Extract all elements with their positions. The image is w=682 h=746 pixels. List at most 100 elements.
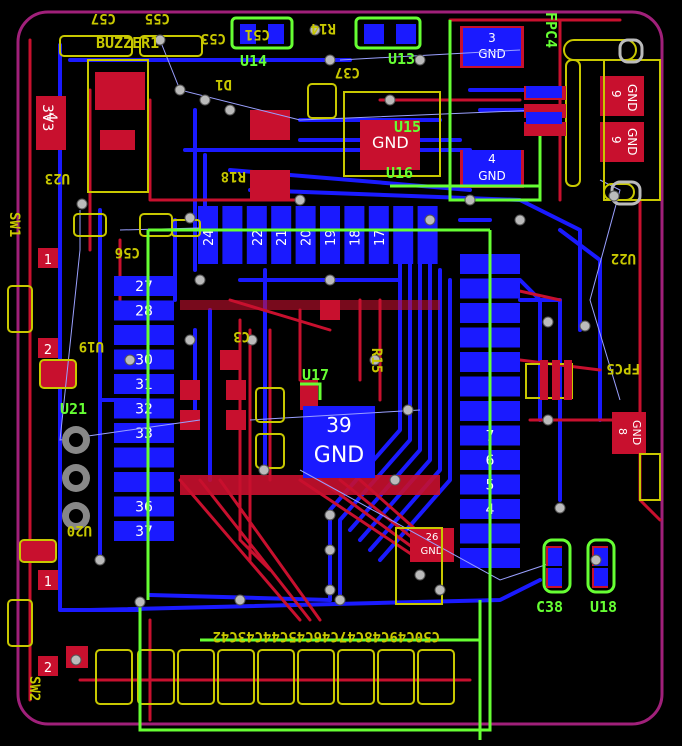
r15-label: R15 <box>368 348 384 373</box>
u18-label: U18 <box>590 598 617 616</box>
c38-label: C38 <box>536 598 563 616</box>
left-pin: 30 <box>114 349 174 370</box>
left-pin-column: 27 28 30 31 32 33 36 37 <box>114 276 174 541</box>
pad-26-gnd: 26 GND <box>421 532 444 557</box>
pad-9b-net: GND <box>625 128 639 156</box>
silkscreen-labels: BUZZER1 C57 C55 C53 C51 U14 U13 R14 C37 … <box>6 10 640 701</box>
pad-8-net: GND <box>630 420 643 445</box>
pad-26-net: GND <box>421 546 444 557</box>
pad-3-number: 3 <box>488 31 496 45</box>
top-pin-number: 21 <box>275 229 290 246</box>
c56-label: C56 <box>115 244 140 260</box>
qfn-footprint <box>180 300 440 495</box>
pad-4-net: GND <box>478 169 506 183</box>
left-pin-number: 36 <box>135 500 153 516</box>
c57-label: C57 <box>91 10 116 26</box>
top-pin: 21 <box>271 206 292 264</box>
left-pin: 36 <box>114 496 174 517</box>
pad-3v3-number: 4 <box>43 112 59 121</box>
gnd-mid-label: GND <box>372 133 409 152</box>
top-pin: 24 <box>198 206 218 264</box>
left-pin-number: 28 <box>135 304 153 320</box>
bottom-caps-label: C50C49C48C47C46C45C44C43C42 <box>212 628 440 644</box>
pad-3-gnd: 3 GND <box>463 28 521 66</box>
c51-label: C51 <box>245 26 270 42</box>
pad-3v3: 4 3V3 <box>39 104 59 131</box>
r14-label: R14 <box>311 20 336 36</box>
top-pin: 17 <box>368 206 389 264</box>
left-pin-number: 30 <box>135 353 153 369</box>
u15-label: U15 <box>394 118 421 136</box>
pad-8-gnd: 8 GND <box>616 420 643 445</box>
left-pin-number: 27 <box>135 279 153 295</box>
pad-8-number: 8 <box>616 428 629 435</box>
top-pin: 18 <box>344 206 365 264</box>
pad-9b-number: 9 <box>609 136 623 144</box>
switch-pin-labels: 1 2 1 2 <box>44 253 52 676</box>
left-pin: 32 <box>114 398 174 419</box>
left-pin: 27 <box>114 276 174 296</box>
u22-label: U22 <box>611 250 636 266</box>
c37-label: C37 <box>335 64 360 80</box>
left-pin: 28 <box>114 300 174 321</box>
top-pin-number: 20 <box>300 229 315 246</box>
sw2-pin2: 2 <box>44 661 52 676</box>
d1-label: D1 <box>215 76 232 92</box>
c3-label: C3 <box>233 328 250 344</box>
pad-9b-gnd: 9 GND <box>609 128 639 156</box>
left-pin-number: 37 <box>135 524 153 540</box>
left-pin-number: 31 <box>135 377 153 393</box>
top-pin <box>222 206 243 264</box>
c55-label: C55 <box>145 10 170 26</box>
silkscreen-green <box>138 16 616 740</box>
left-pin: 31 <box>114 374 174 394</box>
top-pin: 22 <box>246 206 267 264</box>
pad-3-net: GND <box>478 47 506 61</box>
c53-label: C53 <box>201 30 226 46</box>
u19-label: U19 <box>79 338 104 354</box>
sw1-pin2: 2 <box>44 343 52 358</box>
u20-label: U20 <box>67 522 92 538</box>
pad-9a-gnd: 9 GND <box>609 84 639 112</box>
top-pin-number: 17 <box>373 229 388 246</box>
u13-label: U13 <box>388 50 415 68</box>
top-pin <box>393 206 414 264</box>
left-pin: 37 <box>114 521 174 541</box>
board-outline <box>16 10 664 726</box>
center-pad-number: 39 <box>326 413 351 437</box>
fpc4-label: FPC4 <box>542 12 560 48</box>
pad-9a-number: 9 <box>609 90 623 98</box>
pad-4-number: 4 <box>488 152 496 166</box>
buzzer-label: BUZZER1 <box>96 34 159 52</box>
top-pin-number: 22 <box>251 229 266 246</box>
pad-3v3-net: 3V3 <box>39 104 55 131</box>
top-pin: 20 <box>295 206 316 264</box>
silkscreen-top <box>7 35 661 705</box>
r18-label: R18 <box>221 168 246 184</box>
pad-9a-net: GND <box>625 84 639 112</box>
top-pin-number: 18 <box>348 229 363 246</box>
left-pin <box>114 325 174 345</box>
top-pin-number: 24 <box>202 229 217 246</box>
u23-label: U23 <box>45 170 70 186</box>
left-pin <box>114 447 174 468</box>
sw2-pin1: 1 <box>44 575 52 590</box>
top-pin: 19 <box>320 206 340 264</box>
left-pin <box>114 472 174 492</box>
pad-26-number: 26 <box>426 532 439 543</box>
left-pin-number: 32 <box>135 402 153 418</box>
pad-4-gnd: 4 GND <box>463 150 521 186</box>
u17-label: U17 <box>302 366 329 384</box>
sw1-label: SW1 <box>6 212 22 237</box>
sw1-pin1: 1 <box>44 253 52 268</box>
u21-label: U21 <box>60 400 87 418</box>
fpc5-label: FPC5 <box>606 360 640 376</box>
vias <box>70 24 620 666</box>
u16-label: U16 <box>386 164 413 182</box>
center-pad-net: GND <box>314 443 364 468</box>
left-pin: 33 <box>114 423 174 443</box>
top-pin-number: 19 <box>324 229 339 246</box>
center-gnd-pad: 39 GND <box>303 406 375 478</box>
sw2-label: SW2 <box>26 676 42 701</box>
